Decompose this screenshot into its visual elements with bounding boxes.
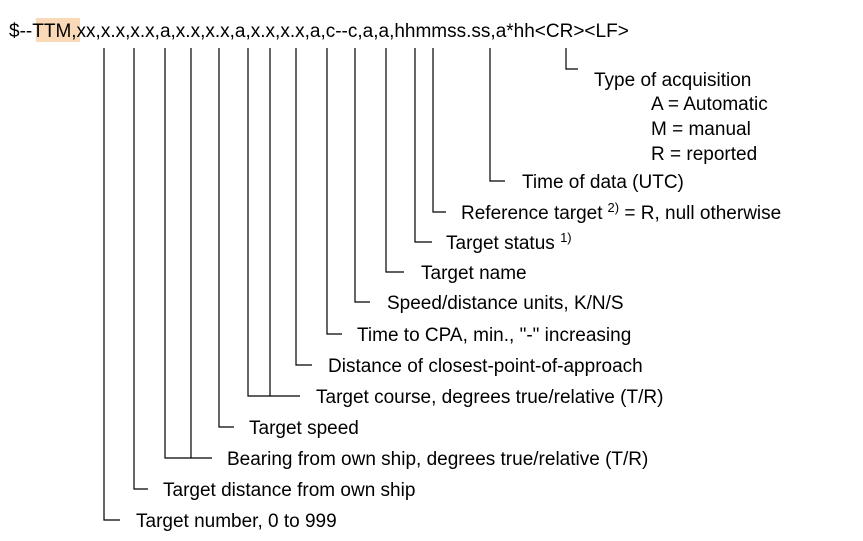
reference-target-suffix: = R, null otherwise xyxy=(619,203,781,224)
label-time-to-cpa: Time to CPA, min., "-" increasing xyxy=(357,325,631,346)
label-target-name: Target name xyxy=(421,263,527,284)
label-distance-cpa: Distance of closest-point-of-approach xyxy=(328,356,643,377)
field-labels: Type of acquisition A = Automatic M = ma… xyxy=(136,70,781,532)
leader-target-course xyxy=(247,48,300,397)
acquisition-option-reported: R = reported xyxy=(651,144,757,165)
leader-distance-cpa xyxy=(295,48,312,366)
leader-target-number xyxy=(103,48,120,521)
label-bearing: Bearing from own ship, degrees true/rela… xyxy=(227,449,648,470)
sentence-format: $--TTM,xx,x.x,x.x,a,x.x,x.x,a,x.x,x.x,a,… xyxy=(9,21,629,42)
label-target-speed: Target speed xyxy=(249,418,359,439)
label-target-number: Target number, 0 to 999 xyxy=(136,511,337,532)
label-reference-target: Reference target 2) = R, null otherwise xyxy=(461,200,781,224)
label-target-course: Target course, degrees true/relative (T/… xyxy=(316,387,663,408)
reference-target-footnote: 2) xyxy=(608,200,620,215)
leader-speed-distance-units xyxy=(354,48,370,303)
sentence-talker: TTM xyxy=(32,21,71,42)
label-type-of-acquisition: Type of acquisition xyxy=(594,70,751,91)
leader-reference-target xyxy=(432,48,446,213)
leader-target-speed xyxy=(218,48,234,428)
target-status-footnote: 1) xyxy=(560,230,572,245)
leader-type-of-acquisition xyxy=(565,48,578,70)
leader-time-to-cpa xyxy=(326,48,342,335)
sentence-prefix: $-- xyxy=(9,21,32,42)
label-speed-distance-units: Speed/distance units, K/N/S xyxy=(387,293,624,314)
label-time-of-data: Time of data (UTC) xyxy=(522,172,684,193)
label-target-distance: Target distance from own ship xyxy=(163,480,415,501)
acquisition-option-automatic: A = Automatic xyxy=(651,94,768,115)
leader-target-status xyxy=(414,48,432,243)
target-status-text: Target status xyxy=(446,233,560,254)
talker-highlight xyxy=(36,18,80,42)
acquisition-option-manual: M = manual xyxy=(651,119,751,140)
leader-time-of-data xyxy=(489,48,505,182)
reference-target-text: Reference target xyxy=(461,203,603,224)
leader-bearing xyxy=(164,48,212,459)
label-target-status: Target status 1) xyxy=(446,230,572,254)
leader-lines xyxy=(103,48,578,521)
leader-target-distance xyxy=(133,48,148,490)
sentence-rest: ,xx,x.x,x.x,a,x.x,x.x,a,x.x,x.x,a,c--c,a… xyxy=(71,21,629,42)
leader-target-name xyxy=(385,48,404,273)
